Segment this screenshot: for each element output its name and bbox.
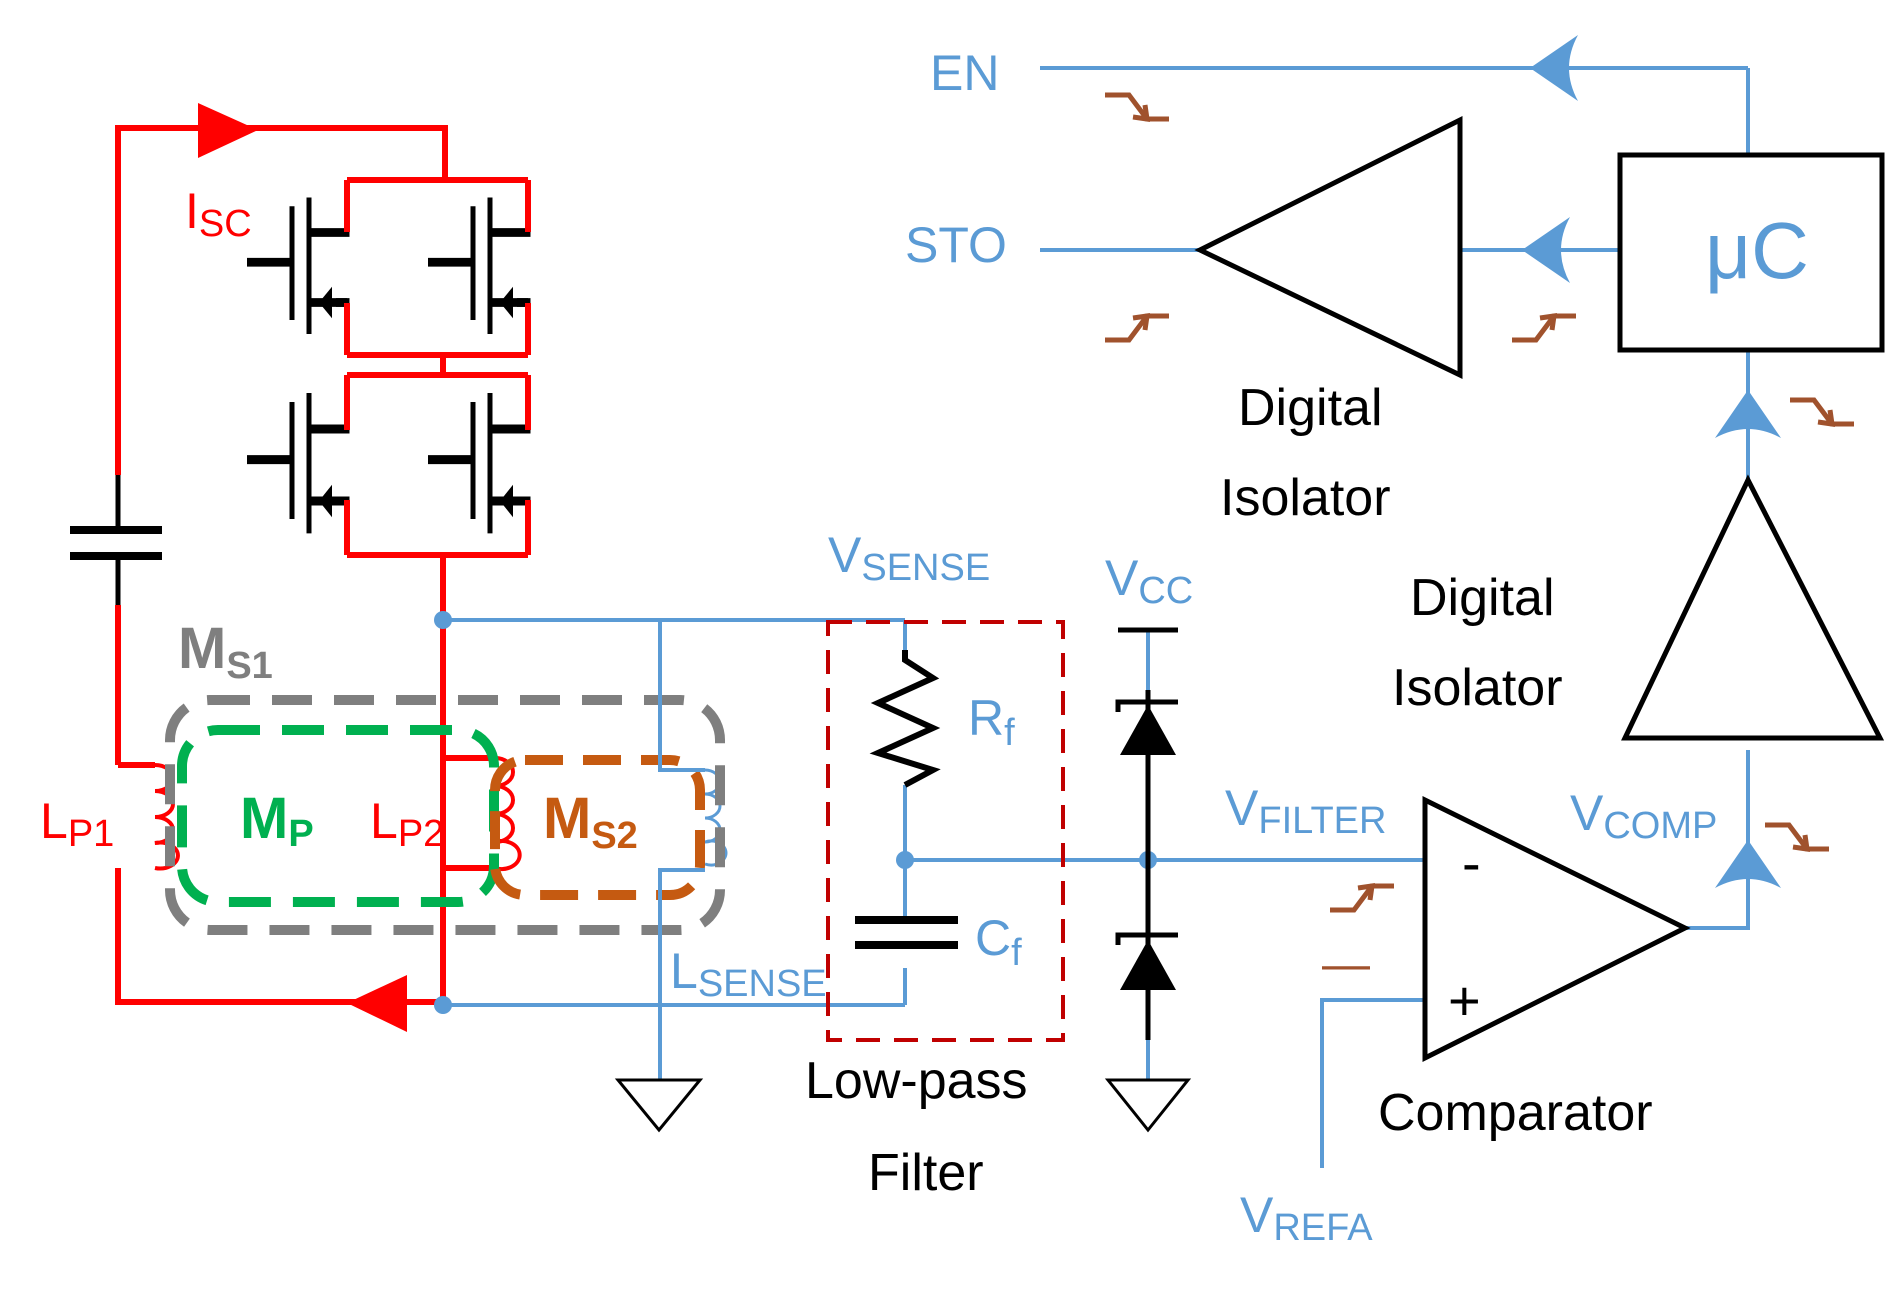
ground-symbol-clamp <box>1104 1078 1192 1133</box>
ms2-label: MS2 <box>543 786 638 857</box>
resistor-rf <box>869 650 941 788</box>
mp-label: MP <box>240 786 314 855</box>
microcontroller-box <box>1617 152 1885 353</box>
signal-arrows <box>1522 35 1781 888</box>
isolator-right-label-line2: Isolator <box>1392 659 1563 717</box>
current-arrow-bottom <box>347 975 407 1032</box>
junction-filter <box>896 851 914 869</box>
uc-label: μC <box>1705 206 1809 295</box>
current-arrow-top <box>198 103 258 158</box>
digital-isolator-top-symbol <box>1194 115 1463 379</box>
edge-flag-vfilter <box>1330 886 1394 910</box>
junction-vsense <box>434 611 452 629</box>
power-loop <box>115 125 528 1005</box>
vfilter-label: VFILTER <box>1225 780 1386 842</box>
vcomp-label: VCOMP <box>1570 785 1717 847</box>
ms1-label: MS1 <box>178 616 273 687</box>
ground-symbol-lsense <box>614 1078 704 1133</box>
capacitor-cf <box>855 916 958 949</box>
lsense-label: LSENSE <box>670 943 827 1005</box>
isolator-right-label-line1: Digital <box>1410 569 1555 627</box>
lp1-label: LP1 <box>40 793 114 855</box>
low-pass-label-line1: Low-pass <box>805 1052 1028 1110</box>
lp2-label: LP2 <box>370 793 444 855</box>
comparator-plus-label: + <box>1448 969 1481 1032</box>
clamp-diodes <box>1115 627 1178 1040</box>
vsense-label: VSENSE <box>828 527 990 589</box>
edge-flag-en <box>1105 95 1169 119</box>
mosfet-upper-left <box>247 180 347 355</box>
edge-flag-uc-out <box>1512 316 1576 340</box>
isc-label: ISC <box>185 183 252 245</box>
digital-isolator-right-symbol <box>1621 474 1885 741</box>
isolator-top-label-line1: Digital <box>1238 379 1383 437</box>
edge-flag-vcomp <box>1765 825 1829 849</box>
sto-label: STO <box>905 217 1007 273</box>
mosfet-lower-right <box>428 375 528 555</box>
rf-label: Rf <box>968 690 1015 754</box>
mosfet-upper-right <box>428 180 528 355</box>
comparator-symbol <box>1422 795 1691 1063</box>
vrefa-label: VREFA <box>1240 1187 1373 1249</box>
cf-label: Cf <box>975 910 1022 974</box>
comparator-label: Comparator <box>1378 1084 1653 1142</box>
junction-return <box>434 996 452 1014</box>
comparator-minus-label: - <box>1462 831 1481 894</box>
isolator-top-label-line2: Isolator <box>1220 469 1391 527</box>
low-pass-label-line2: Filter <box>868 1144 984 1202</box>
edge-flag-sto <box>1105 316 1169 340</box>
vrefa-dash-marker: — <box>1322 938 1370 991</box>
en-label: EN <box>930 45 999 101</box>
edge-flag-iso-out <box>1790 400 1854 424</box>
low-pass-filter-box <box>826 620 1065 1042</box>
dc-link-capacitor <box>70 475 162 605</box>
coupling-ms2-loop <box>490 755 705 900</box>
vcc-label: VCC <box>1105 550 1193 612</box>
mosfet-lower-left <box>247 375 347 555</box>
